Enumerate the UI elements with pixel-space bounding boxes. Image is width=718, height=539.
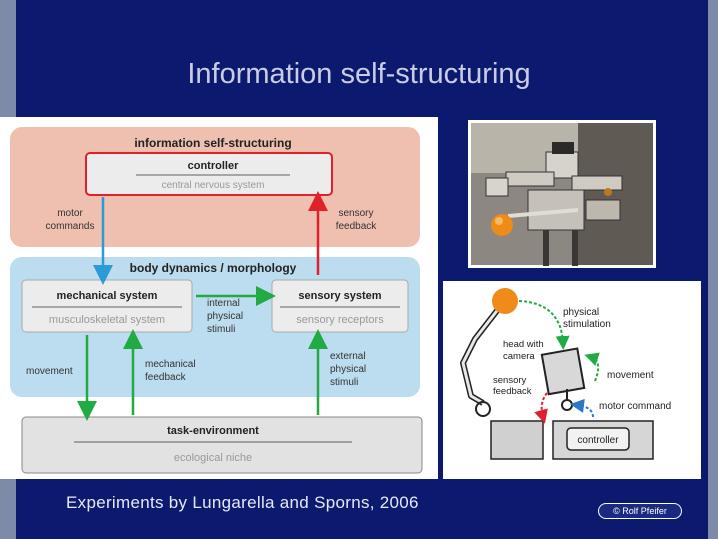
sensory-feedback-label-1: sensory [338, 208, 373, 219]
head-base-joint [561, 399, 573, 411]
motor-command-label: motor command [599, 401, 671, 412]
motor-commands-label-1: motor [57, 208, 83, 219]
left-block [490, 420, 544, 460]
region-label-body: body dynamics / morphology [130, 261, 297, 275]
mechanical-feedback-label-2: feedback [145, 372, 187, 383]
right-rail [708, 0, 718, 539]
region-label-info: information self-structuring [134, 136, 291, 150]
information-diagram: information self-structuring controller … [10, 127, 423, 474]
internal-stimuli-label-2: physical [207, 311, 243, 322]
setup-movement-label: movement [607, 370, 654, 381]
setup-panel: controller physical stimulation head wit… [443, 281, 701, 479]
physical-stimulation-label-2: stimulation [563, 319, 611, 330]
controller-subtitle: central nervous system [162, 180, 265, 191]
information-diagram-panel: information self-structuring controller … [0, 117, 438, 479]
sensory-system-title: sensory system [298, 290, 381, 302]
task-environment-title: task-environment [167, 425, 259, 437]
movement-label: movement [26, 366, 73, 377]
motor-commands-label-2: commands [46, 221, 95, 232]
controller-label-box [566, 427, 630, 451]
mechanical-system-subtitle: musculoskeletal system [49, 314, 165, 326]
slide-title: Information self-structuring [187, 58, 531, 90]
movement-arrow-setup [584, 352, 600, 382]
sensory-feedback-arrow-setup [534, 392, 548, 424]
setup-sensory-feedback-label-1: sensory [493, 375, 527, 386]
mechanical-feedback-label-1: mechanical [145, 359, 196, 370]
controller-title: controller [188, 160, 239, 172]
setup-controller-label: controller [577, 435, 619, 446]
mechanical-system-title: mechanical system [57, 290, 158, 302]
arm-base-joint [475, 401, 491, 417]
external-stimuli-label-3: stimuli [330, 377, 358, 388]
external-stimuli-label-1: external [330, 351, 366, 362]
ball [492, 288, 518, 314]
setup-diagram: controller physical stimulation head wit… [460, 288, 671, 460]
sensory-system-box [271, 279, 409, 333]
task-environment-box [21, 416, 423, 474]
motor-command-arrow [570, 398, 594, 418]
sensory-feedback-label-2: feedback [336, 221, 378, 232]
slide-caption: Experiments by Lungarella and Sporns, 20… [66, 493, 419, 512]
head-camera-label-2: camera [503, 351, 535, 362]
physical-stimulation-arrow [518, 300, 570, 350]
camera-head [540, 347, 586, 396]
sensory-system-subtitle: sensory receptors [296, 314, 384, 326]
copyright-badge: © Rolf Pfeifer [598, 503, 682, 519]
controller-box [85, 152, 333, 196]
internal-stimuli-label-3: stimuli [207, 324, 235, 335]
physical-stimulation-label-1: physical [563, 307, 599, 318]
robot-photo [468, 120, 656, 268]
internal-stimuli-label-1: internal [207, 298, 240, 309]
setup-sensory-feedback-label-2: feedback [493, 386, 532, 397]
external-stimuli-label-2: physical [330, 364, 366, 375]
task-environment-subtitle: ecological niche [174, 452, 252, 464]
head-camera-label-1: head with [503, 339, 544, 350]
